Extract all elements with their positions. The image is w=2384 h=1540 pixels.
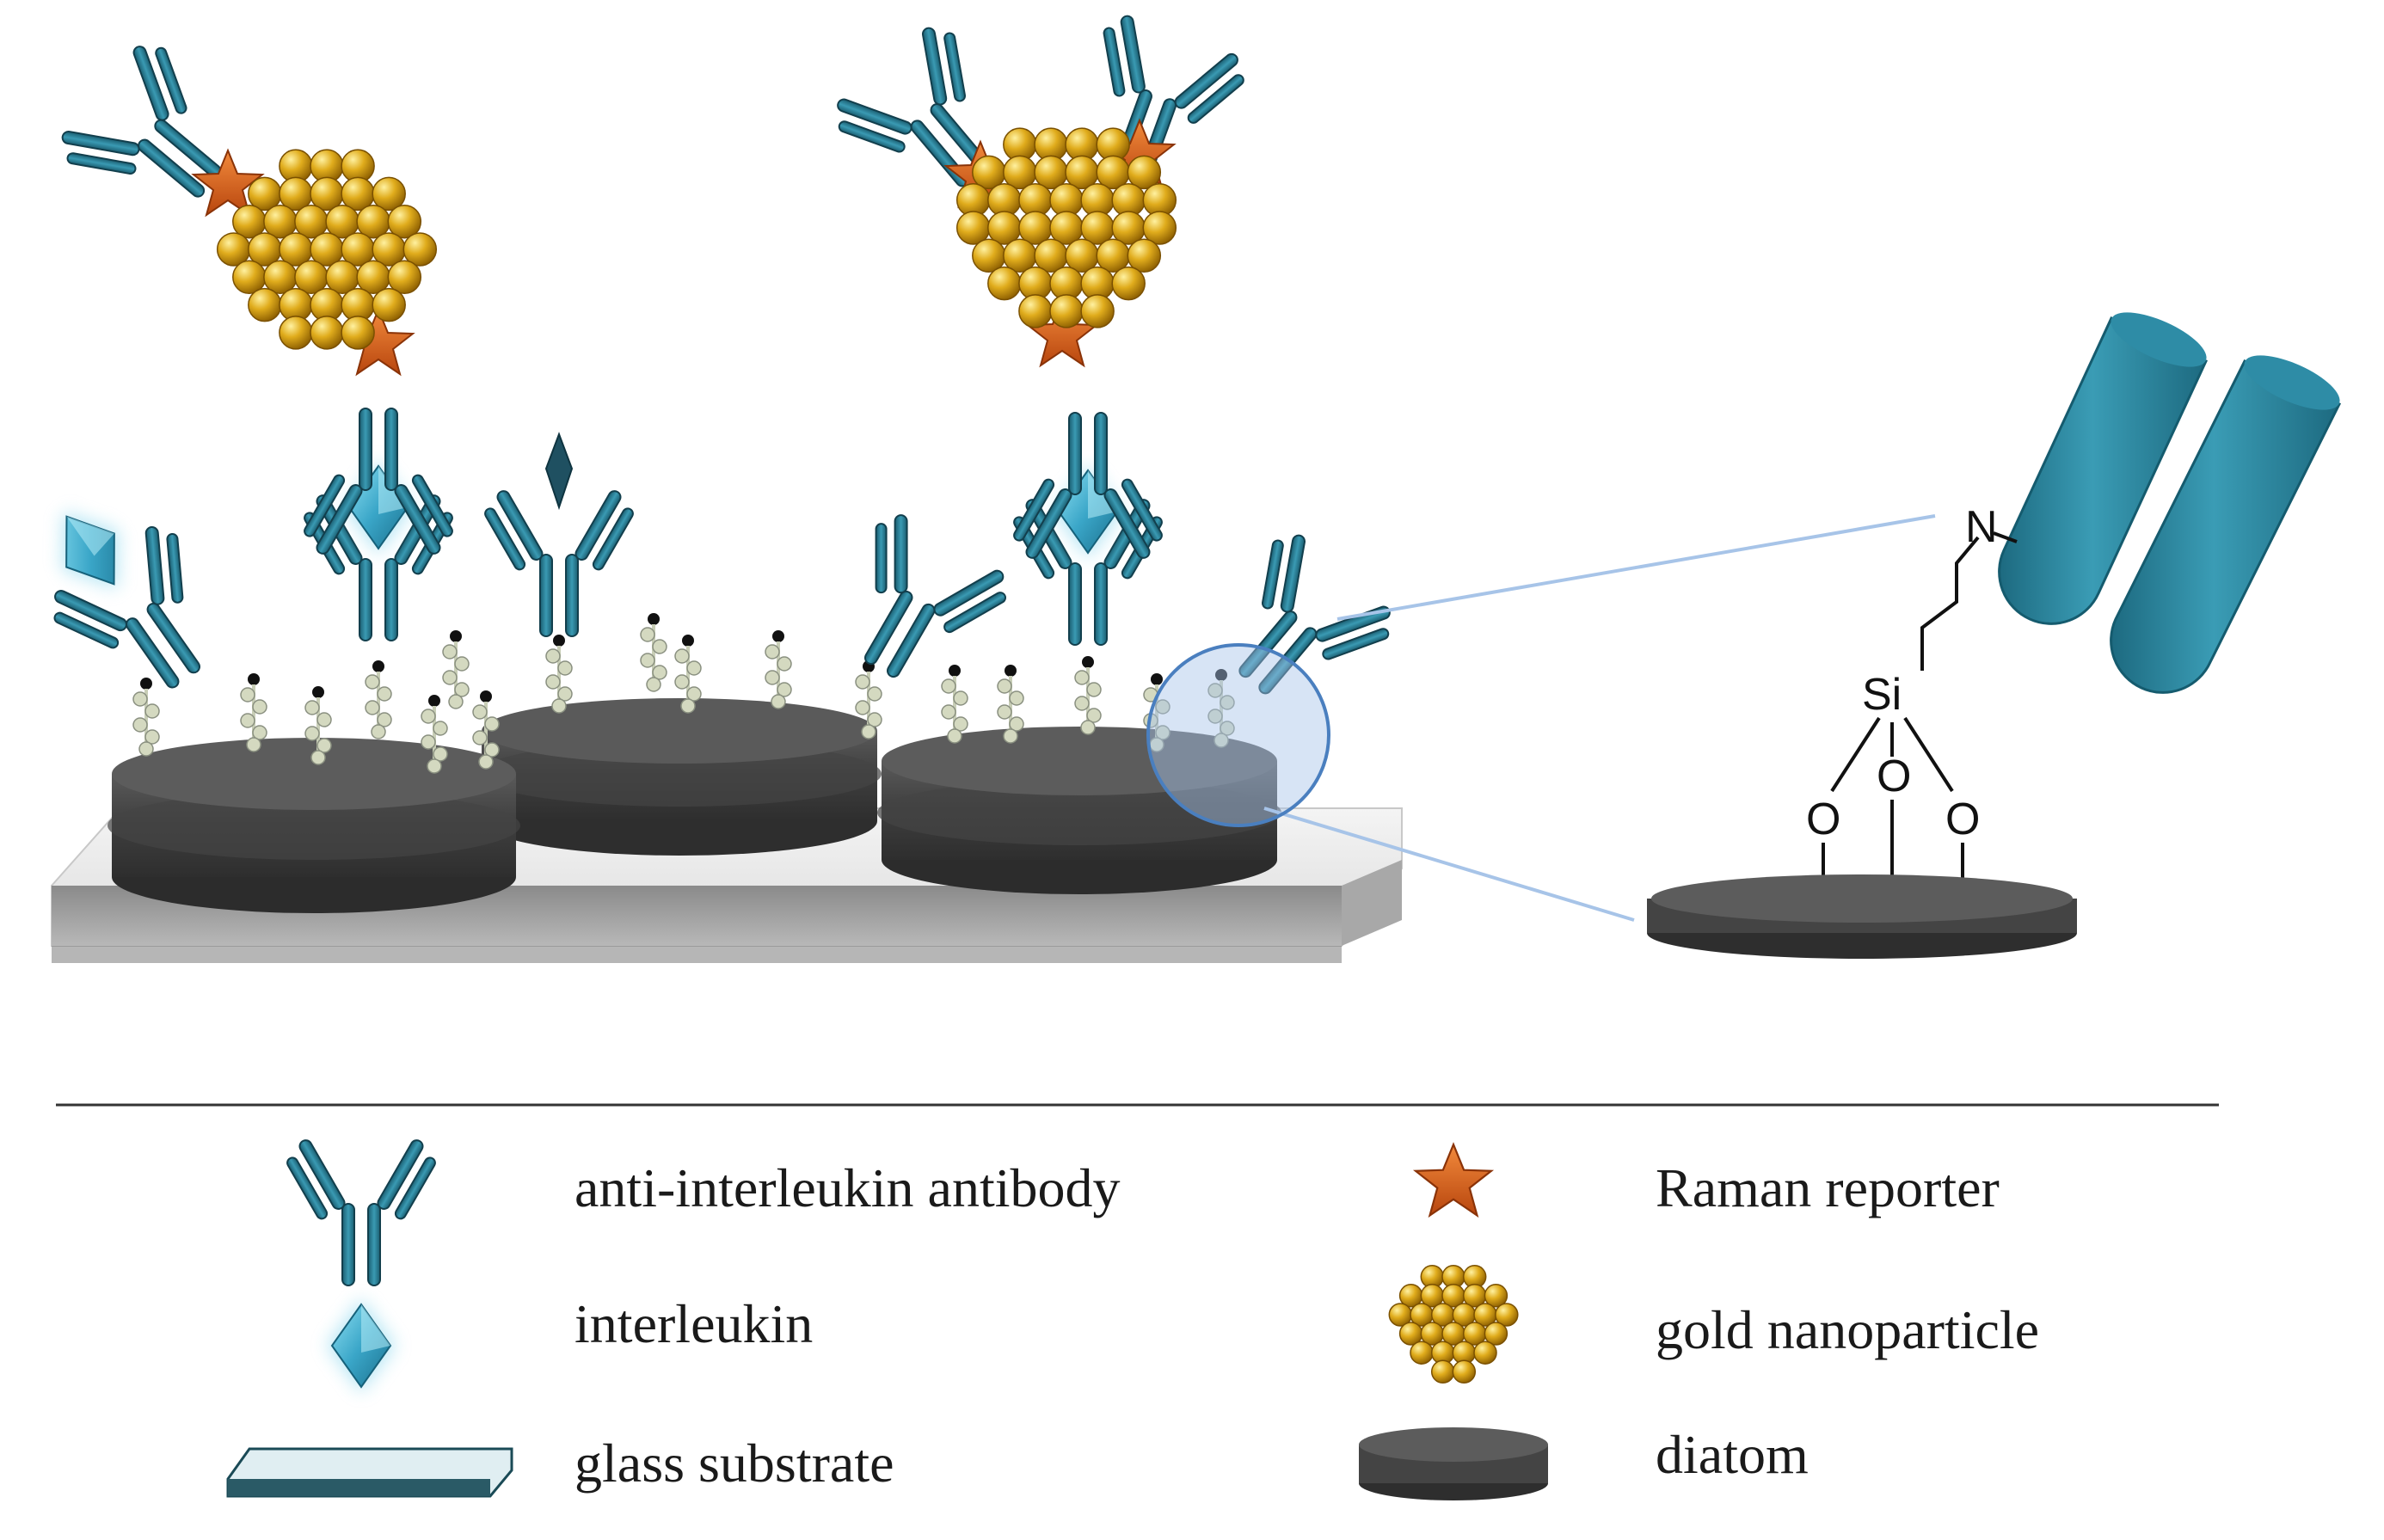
gold-sphere: [1127, 238, 1162, 273]
gold-nanoparticle-right: [955, 127, 1177, 328]
gold-sphere: [1127, 155, 1162, 190]
gold-sphere: [1111, 266, 1146, 301]
antibody-with-interleukin-left: [35, 492, 249, 724]
gold-sphere: [279, 316, 313, 350]
gold-sphere: [1473, 1341, 1497, 1365]
zoom-magnifier: [1146, 514, 1936, 922]
legend-diatom-icon: [1359, 1427, 1548, 1500]
silicon-label: Si: [1862, 670, 1902, 720]
gold-sphere: [387, 260, 422, 295]
antibody-closeup: [1998, 312, 2342, 694]
diatom-back: [477, 698, 882, 856]
gold-sphere: [1018, 294, 1053, 328]
gold-sphere: [987, 266, 1022, 301]
diatom-closeup: [1647, 874, 2077, 959]
diatom-left: [108, 738, 520, 913]
gold-sphere: [1484, 1284, 1508, 1308]
gold-sphere: [248, 287, 282, 322]
gold-sphere: [1495, 1303, 1519, 1327]
gold-sphere: [341, 316, 375, 350]
oxygen-label-center: O: [1877, 752, 1911, 801]
legend-glass-label: glass substrate: [574, 1433, 894, 1494]
gold-sphere: [1484, 1322, 1508, 1346]
gold-sphere: [1452, 1359, 1477, 1384]
gold-sphere: [402, 232, 438, 267]
oxygen-label-right: O: [1945, 795, 1980, 844]
gold-sphere: [1410, 1341, 1434, 1365]
gold-sphere: [1142, 211, 1177, 245]
nitrogen-label: N: [1965, 502, 1998, 552]
diatom-right: [877, 727, 1281, 894]
gold-sphere: [372, 287, 406, 322]
legend-interleukin-label: interleukin: [574, 1293, 814, 1354]
legend-gold-label: gold nanoparticle: [1656, 1299, 2040, 1360]
legend-gold-icon: [1388, 1265, 1519, 1384]
gold-nanoparticle-left: [216, 149, 438, 350]
gold-sphere: [1049, 294, 1084, 328]
antibody-tilted-center-right: [813, 503, 1020, 709]
legend-raman-icon: [1414, 1143, 1493, 1217]
legend-raman-label: Raman reporter: [1656, 1157, 2000, 1218]
oxygen-label-left: O: [1806, 795, 1840, 844]
gold-sphere: [372, 176, 406, 212]
antibody-dark-center: [482, 432, 636, 637]
legend-interleukin-icon: [327, 1298, 396, 1393]
silane-detail: N Si O O O: [1647, 312, 2342, 959]
legend-antibody-icon: [284, 1137, 439, 1286]
legend-antibody-label: anti-interleukin antibody: [574, 1157, 1121, 1218]
legend-glass-icon: [226, 1447, 513, 1498]
gold-sphere: [1430, 1359, 1455, 1384]
gold-sphere: [1080, 294, 1115, 328]
legend-diatom-label: diatom: [1656, 1424, 1809, 1485]
gold-sphere: [310, 316, 344, 350]
gold-sphere: [387, 204, 422, 239]
